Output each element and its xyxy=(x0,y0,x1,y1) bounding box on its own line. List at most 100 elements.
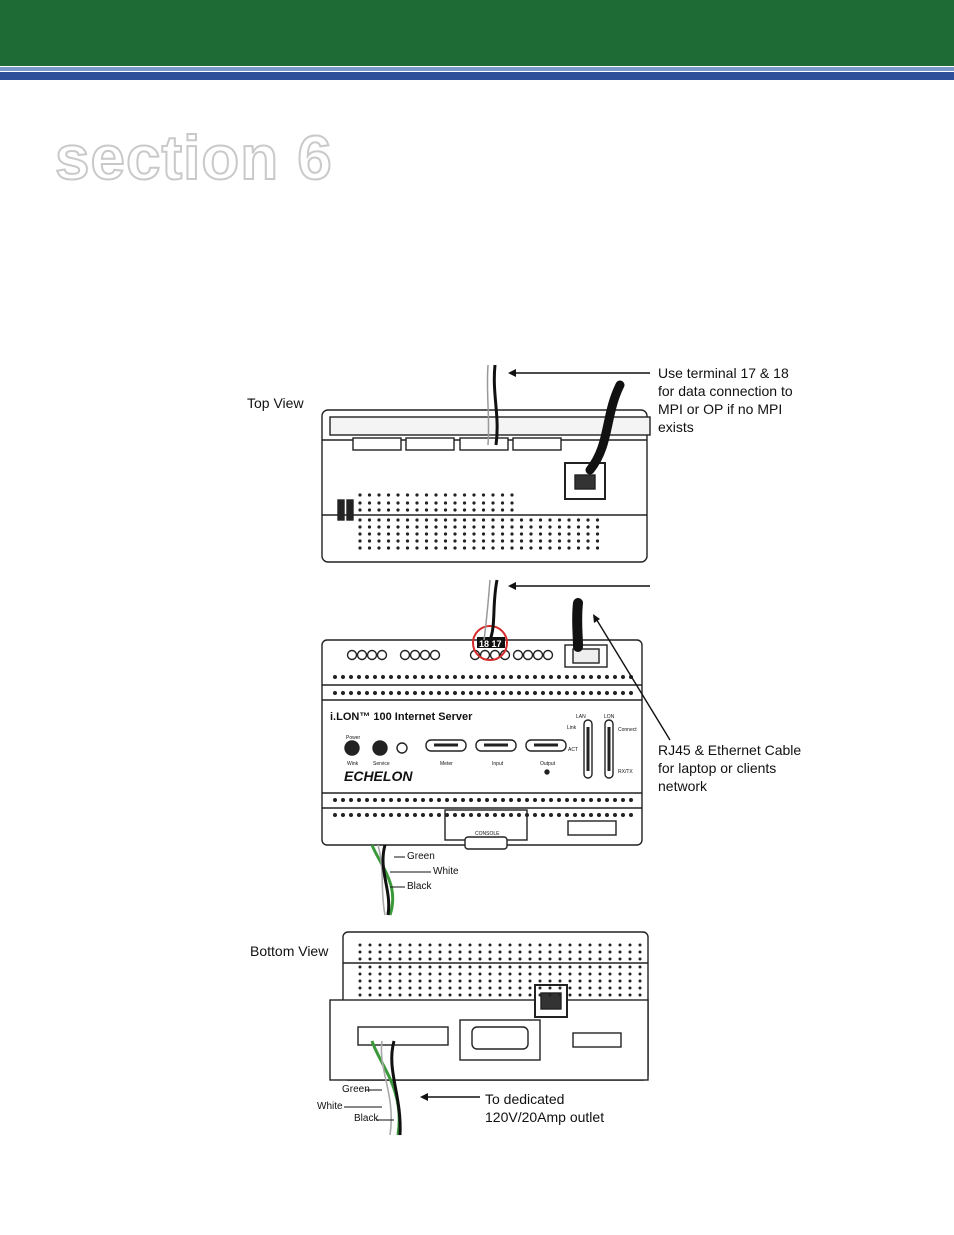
vent-dot xyxy=(576,518,581,522)
vent-dot xyxy=(595,539,600,543)
top-view-device xyxy=(321,409,651,563)
terminal-screw xyxy=(512,649,524,661)
wire-label-green: Green xyxy=(407,851,435,862)
vent-dot xyxy=(341,691,345,695)
vent-dot xyxy=(448,972,452,976)
vent-dot xyxy=(500,539,505,543)
vent-dot xyxy=(458,965,462,969)
vent-dot xyxy=(472,532,476,536)
vent-dot xyxy=(367,525,372,529)
vent-dot xyxy=(472,508,476,512)
wire-label-black: Black xyxy=(407,881,432,892)
terminal-screw xyxy=(542,649,554,661)
vent-dot xyxy=(528,979,532,983)
vent-dot xyxy=(576,539,581,543)
vent-dot xyxy=(367,539,372,543)
header-rule-light xyxy=(0,67,954,71)
wink-label: Wink xyxy=(347,761,359,767)
vent-dot xyxy=(415,532,419,536)
vent-dot xyxy=(443,532,448,536)
terminal-screw xyxy=(419,649,431,661)
vent-dot xyxy=(557,539,562,543)
vent-dot xyxy=(613,798,617,802)
vent-dot xyxy=(629,813,633,817)
vent-dot xyxy=(405,501,410,505)
vent-dot xyxy=(445,813,449,817)
bottom-view-label: Bottom View xyxy=(250,943,329,959)
vent-dot xyxy=(613,675,617,679)
vent-dot xyxy=(481,532,486,536)
vent-dot xyxy=(518,950,522,954)
terminal-screw xyxy=(356,649,368,661)
vent-dot xyxy=(368,950,372,954)
vent-dot xyxy=(597,691,601,695)
vent-dot xyxy=(558,950,562,954)
vent-dot xyxy=(434,501,438,505)
vent-dot xyxy=(518,957,522,961)
vent-dot xyxy=(557,691,561,695)
vent-dot xyxy=(358,501,362,505)
vent-dot xyxy=(453,525,457,529)
front-view-vents xyxy=(333,675,633,817)
vent-dot xyxy=(358,532,362,536)
vent-dot xyxy=(418,950,422,954)
vent-dot xyxy=(529,546,533,550)
vent-dot xyxy=(377,532,381,536)
vent-dot xyxy=(472,518,476,522)
vent-dot xyxy=(396,539,400,543)
vent-dot xyxy=(538,957,542,961)
vent-dot xyxy=(437,813,441,817)
vent-dot xyxy=(621,798,625,802)
terminal-screw xyxy=(376,649,388,661)
vent-dot xyxy=(567,532,571,536)
vent-dot xyxy=(597,813,601,817)
vent-dot xyxy=(448,943,452,947)
vent-dot xyxy=(443,546,448,550)
vent-dot xyxy=(368,965,372,969)
vent-dot xyxy=(567,518,571,522)
vent-dot xyxy=(428,986,432,990)
vent-dot xyxy=(389,675,393,679)
vent-dot xyxy=(528,943,532,947)
vent-dot xyxy=(367,501,372,505)
vent-dot xyxy=(565,675,569,679)
vent-dot xyxy=(428,965,432,969)
vent-dot xyxy=(341,675,345,679)
vent-dot xyxy=(377,525,381,529)
vent-dot xyxy=(358,539,362,543)
vent-dot xyxy=(448,993,452,997)
vent-dot xyxy=(448,957,452,961)
vent-dot xyxy=(478,943,482,947)
vent-dot xyxy=(424,539,429,543)
vent-dot xyxy=(358,546,362,550)
product-name: i.LON™ 100 Internet Server xyxy=(330,711,473,723)
vent-dot xyxy=(500,518,505,522)
vent-dot xyxy=(396,501,400,505)
vent-dot xyxy=(557,813,561,817)
vent-dot xyxy=(438,986,442,990)
vent-dot xyxy=(538,518,543,522)
vent-dot xyxy=(358,993,362,997)
vent-dot xyxy=(638,993,642,997)
vent-dot xyxy=(491,539,495,543)
vent-dot xyxy=(509,813,513,817)
vent-dot xyxy=(491,501,495,505)
vent-dot xyxy=(365,798,369,802)
vent-dot xyxy=(349,691,353,695)
vent-dot xyxy=(428,979,432,983)
vent-dot xyxy=(618,979,622,983)
console-label: CONSOLE xyxy=(475,831,500,837)
vent-dot xyxy=(333,813,337,817)
vent-dot xyxy=(349,798,353,802)
vent-dot xyxy=(485,691,489,695)
vent-dot xyxy=(558,965,562,969)
vent-dot xyxy=(629,798,633,802)
vent-dot xyxy=(388,972,392,976)
vent-dot xyxy=(567,525,571,529)
vent-dot xyxy=(538,950,542,954)
vent-dot xyxy=(434,493,438,497)
vent-dot xyxy=(418,993,422,997)
rj45-callout-line: network xyxy=(658,778,708,794)
service-label: Service xyxy=(373,761,390,767)
vent-dot xyxy=(586,525,590,529)
